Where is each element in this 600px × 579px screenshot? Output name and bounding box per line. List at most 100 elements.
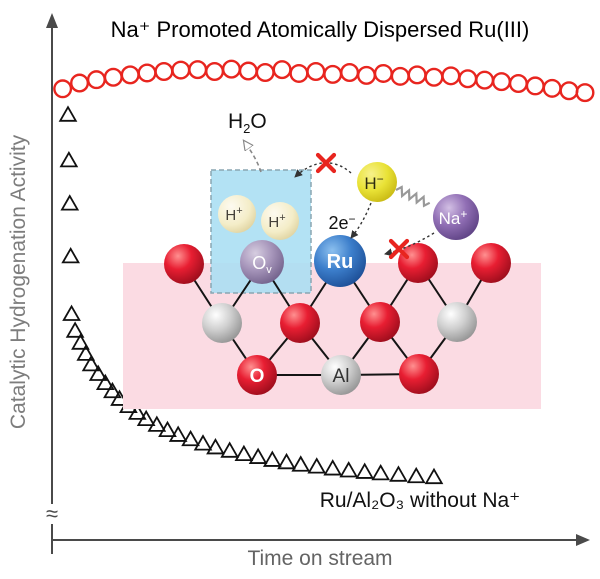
electron-transfer-arrow xyxy=(350,202,372,239)
oxygen-sphere xyxy=(399,354,439,394)
marker-open-triangle xyxy=(234,444,254,462)
oxygen-sphere-labeled xyxy=(237,355,277,395)
marker-open-circle xyxy=(390,66,410,86)
sodium-label: Na+ xyxy=(439,207,468,228)
marker-open-triangle xyxy=(206,438,225,455)
hydride-circle xyxy=(357,162,397,202)
oxygen-sphere xyxy=(471,243,511,283)
marker-open-triangle xyxy=(61,246,81,264)
figure-title: Na⁺ Promoted Atomically Dispersed Ru(III… xyxy=(111,17,530,42)
x-axis-arrow-icon xyxy=(576,534,590,546)
marker-open-circle xyxy=(356,65,376,85)
marker-open-triangle xyxy=(103,381,122,399)
marker-open-triangle xyxy=(127,403,147,420)
marker-open-circle xyxy=(188,60,208,80)
marker-open-circle xyxy=(441,66,461,86)
y-axis-arrow-icon xyxy=(46,13,58,28)
marker-open-circle xyxy=(373,63,393,83)
ruthenium-sphere xyxy=(314,235,366,287)
marker-open-circle xyxy=(154,62,174,82)
marker-open-circle xyxy=(306,62,326,82)
marker-open-triangle xyxy=(406,466,426,484)
proton-circle xyxy=(261,202,299,240)
marker-open-circle xyxy=(407,65,427,85)
electron-label: 2e− xyxy=(328,212,355,233)
oxygen-sphere xyxy=(280,303,320,343)
marker-open-triangle xyxy=(355,462,375,479)
marker-open-triangle xyxy=(220,441,240,458)
marker-open-circle xyxy=(53,79,73,99)
oxygen-sphere xyxy=(164,244,204,284)
proton-circle xyxy=(218,195,256,233)
water-release-arrow xyxy=(244,141,262,173)
blocked-cross-icon xyxy=(315,152,337,174)
marker-open-triangle xyxy=(60,194,80,211)
marker-open-circle xyxy=(70,73,90,93)
marker-open-circle xyxy=(289,63,309,83)
marker-open-triangle xyxy=(158,420,177,438)
marker-open-circle xyxy=(171,60,191,80)
marker-open-circle xyxy=(221,59,241,79)
marker-open-circle xyxy=(458,69,478,89)
oxygen-sphere xyxy=(398,243,438,283)
marker-open-triangle xyxy=(168,425,188,442)
vacancy-label: Ov xyxy=(252,253,272,276)
aluminum-label: Al xyxy=(333,366,350,387)
oxygen-vacancy-sphere xyxy=(240,240,284,284)
marker-open-triangle xyxy=(389,465,408,482)
oxygen-label: O xyxy=(250,366,265,387)
axes: ≈ xyxy=(41,13,590,554)
marker-open-triangle xyxy=(58,105,78,122)
sodium-block-arrow xyxy=(384,232,435,257)
oxygen-sphere xyxy=(360,302,400,342)
aluminum-sphere-labeled xyxy=(321,355,361,395)
blocked-cross-icon xyxy=(388,238,410,260)
marker-open-circle xyxy=(340,62,360,82)
marker-open-triangle xyxy=(323,459,343,476)
marker-open-circle xyxy=(542,78,562,98)
marker-open-triangle xyxy=(181,429,200,447)
marker-open-triangle xyxy=(88,364,108,381)
marker-open-circle xyxy=(205,62,225,82)
marker-open-circle xyxy=(137,63,157,83)
axis-break-mask xyxy=(41,504,63,524)
marker-open-circle xyxy=(575,83,595,103)
marker-open-circle xyxy=(323,64,343,84)
water-label: H2O xyxy=(228,110,267,136)
y-axis-label: Catalytic Hydrogenation Activity xyxy=(7,134,30,429)
marker-open-triangle xyxy=(291,455,311,472)
marker-open-triangle xyxy=(307,457,327,474)
spring-icon xyxy=(395,185,431,208)
ruthenium-label: Ru xyxy=(327,251,354,273)
marker-open-triangle xyxy=(424,467,444,485)
proton-label: H+ xyxy=(225,205,242,224)
marker-open-triangle xyxy=(277,452,296,470)
marker-open-triangle xyxy=(371,463,391,481)
proton-label: H+ xyxy=(268,212,285,231)
marker-open-circle xyxy=(272,60,292,80)
marker-open-triangle xyxy=(95,373,115,391)
marker-open-circle xyxy=(559,81,579,101)
triangle-series-label: Ru/Al₂O₃ without Na⁺ xyxy=(320,489,521,512)
hydride-label: H− xyxy=(364,172,383,193)
marker-open-circle xyxy=(525,76,545,96)
marker-open-circle xyxy=(86,70,106,90)
marker-open-circle xyxy=(475,70,495,90)
aluminum-sphere xyxy=(437,302,477,342)
marker-open-triangle xyxy=(136,409,156,427)
marker-open-circle xyxy=(255,62,275,82)
marker-open-triangle xyxy=(193,434,213,451)
marker-open-triangle xyxy=(76,344,96,361)
data-series-layer xyxy=(53,59,595,485)
marker-open-triangle xyxy=(62,304,81,321)
catalyst-schematic: O Al Ov Ru H+ H+ H− Na+ H2O 2e− xyxy=(123,110,541,409)
axis-break-symbol: ≈ xyxy=(46,501,58,526)
marker-open-triangle xyxy=(339,461,359,478)
marker-open-circle xyxy=(508,74,528,94)
marker-open-triangle xyxy=(262,450,282,467)
marker-open-triangle xyxy=(59,150,79,168)
aluminum-sphere xyxy=(202,303,242,343)
marker-open-circle xyxy=(103,67,123,87)
